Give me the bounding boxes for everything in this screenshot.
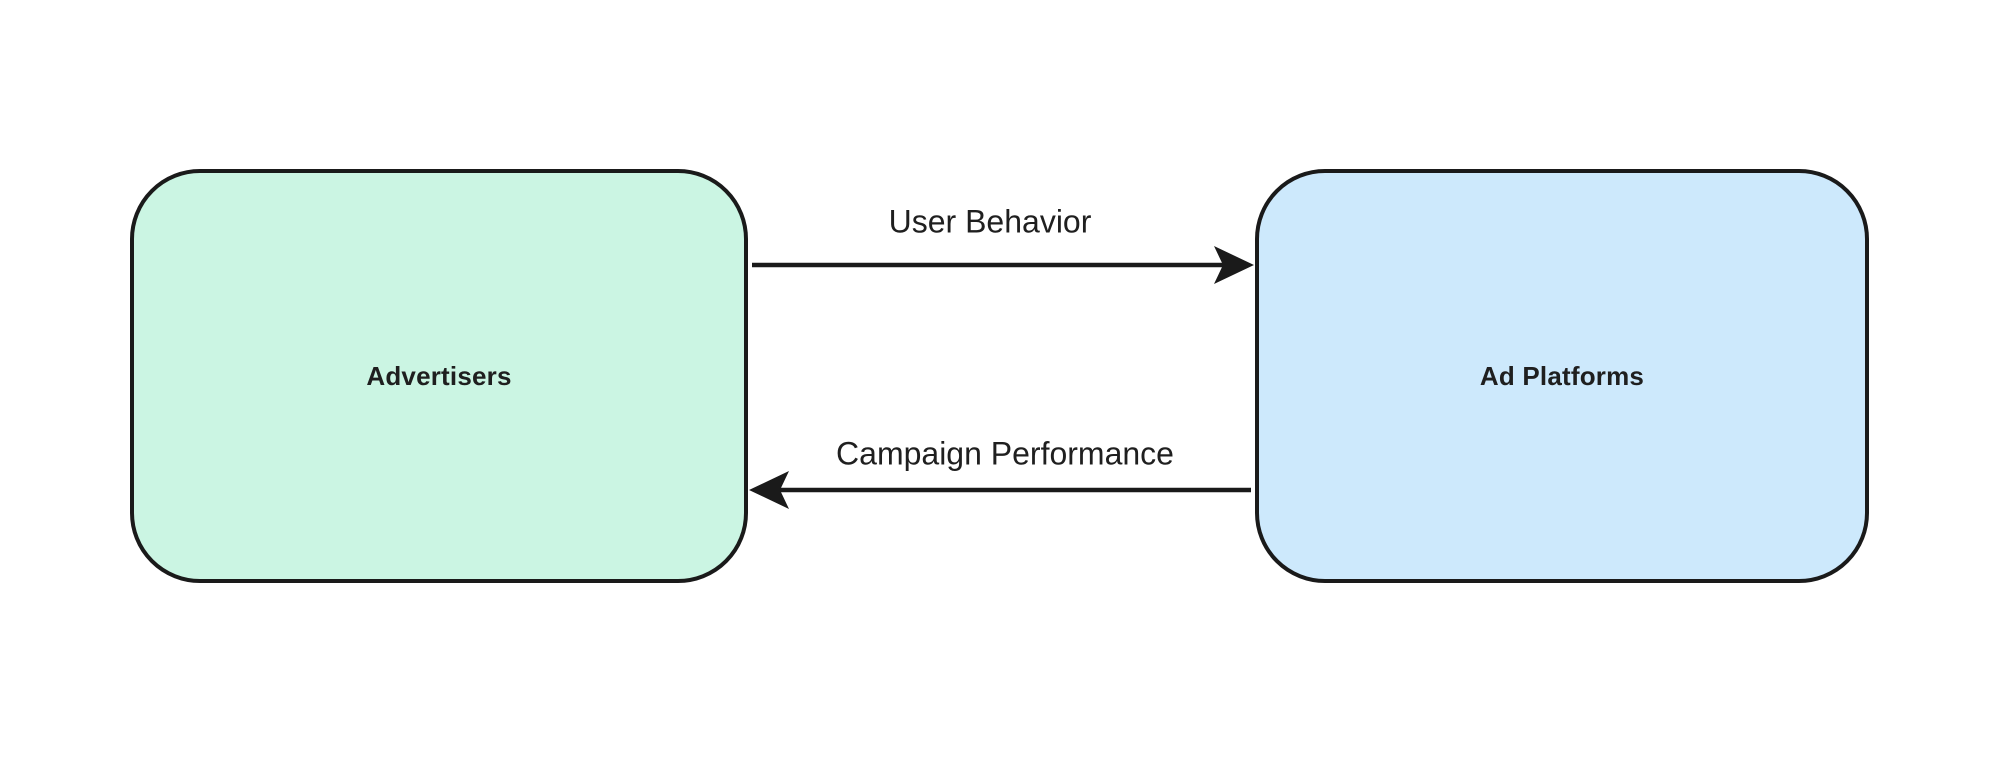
edge-label-campaign-performance: Campaign Performance <box>830 435 1180 473</box>
edge-campaign-performance-arrow <box>749 471 1251 509</box>
edge-label-user-behavior: User Behavior <box>882 203 1098 241</box>
node-advertisers: Advertisers <box>130 169 748 583</box>
arrowhead-left-icon <box>749 471 789 509</box>
edge-user-behavior-arrow <box>752 246 1254 284</box>
node-ad-platforms-label: Ad Platforms <box>1479 360 1645 391</box>
arrowhead-right-icon <box>1214 246 1254 284</box>
node-ad-platforms: Ad Platforms <box>1255 169 1869 583</box>
node-advertisers-label: Advertisers <box>366 360 512 391</box>
